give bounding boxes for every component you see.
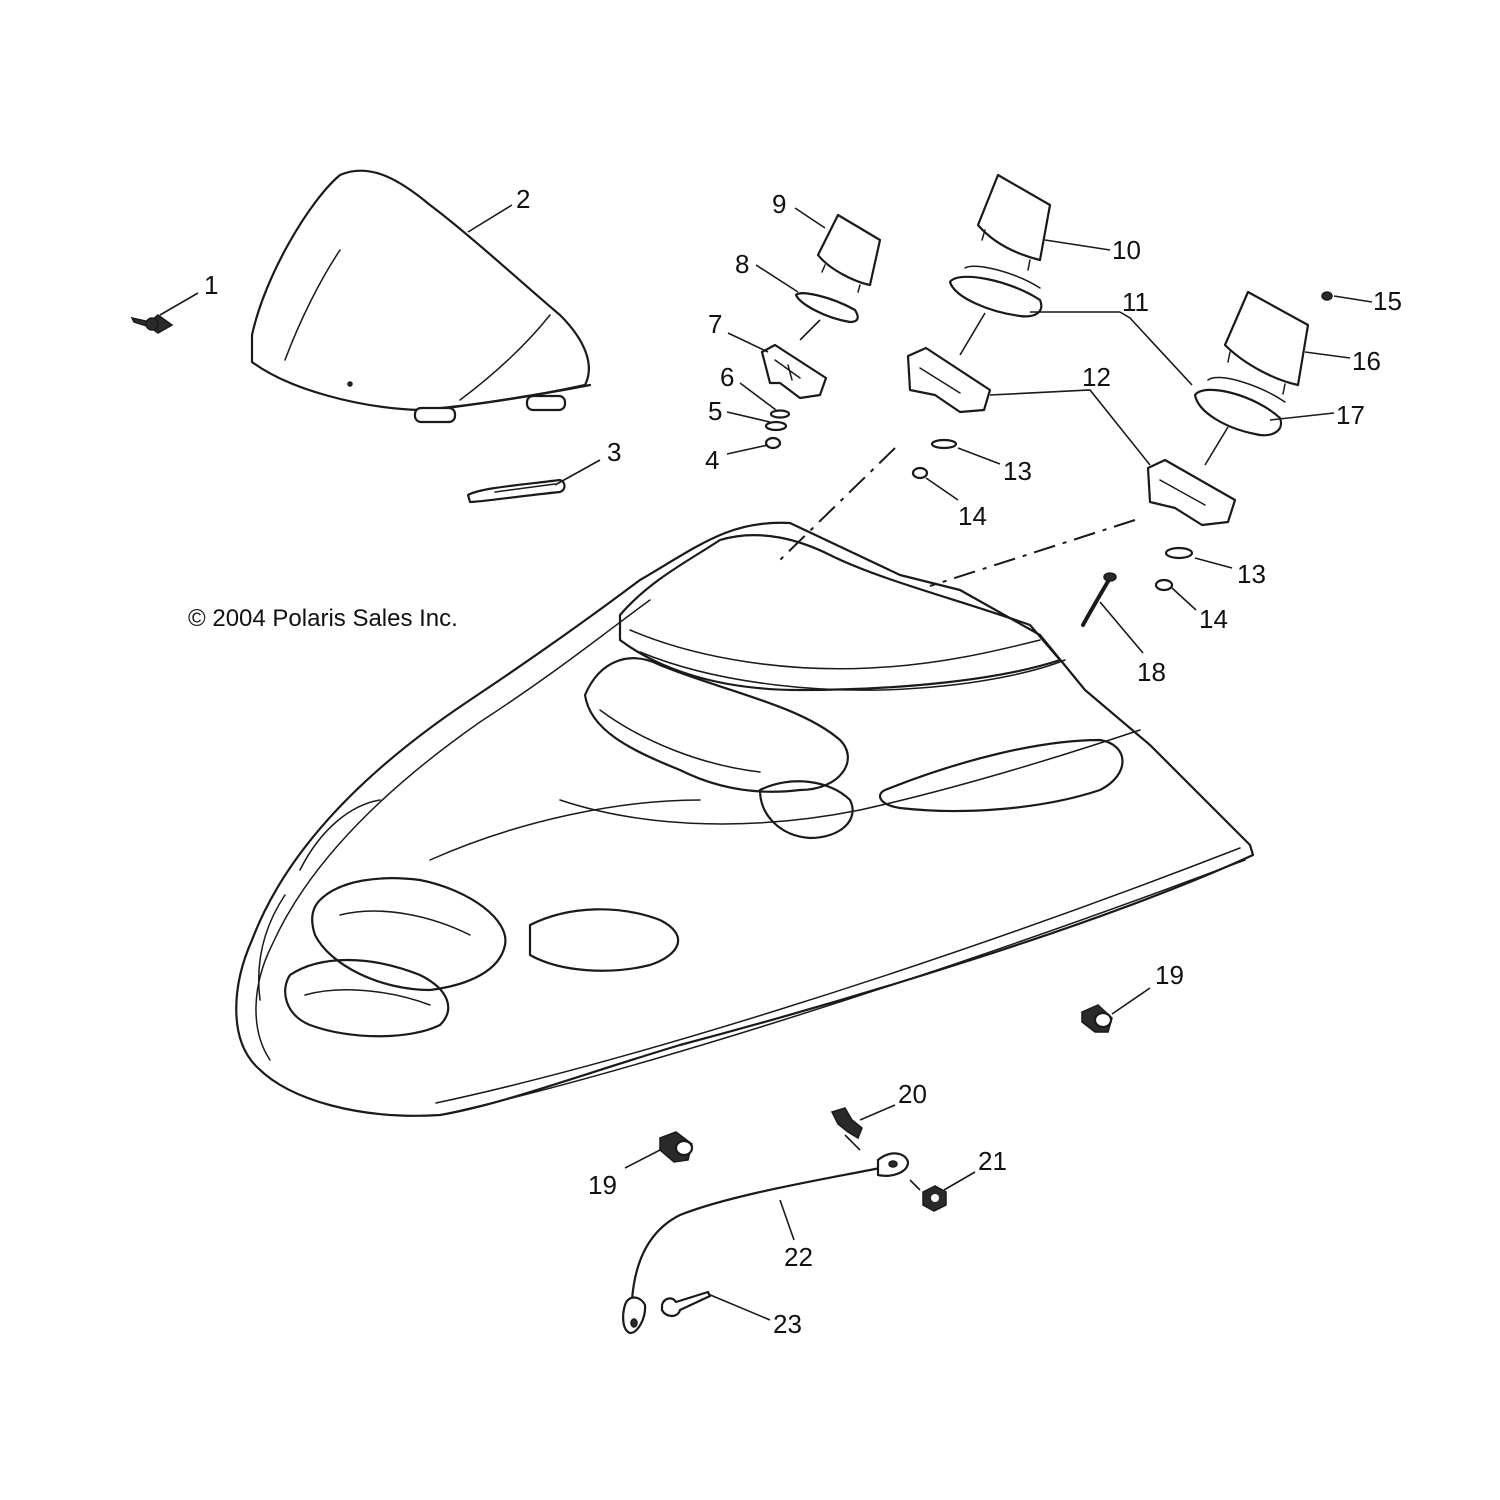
callout-14-upper: 14 xyxy=(958,501,987,531)
callout-2: 2 xyxy=(516,184,530,214)
part-23-rivet xyxy=(660,1290,712,1318)
part-2-windshield xyxy=(250,169,592,424)
callout-15: 15 xyxy=(1373,286,1402,316)
part-9-gauge xyxy=(816,213,882,293)
callout-12: 12 xyxy=(1082,362,1111,392)
callout-20: 20 xyxy=(898,1079,927,1109)
callout-5: 5 xyxy=(708,396,722,426)
callout-17: 17 xyxy=(1336,400,1365,430)
callout-4: 4 xyxy=(705,445,719,475)
callout-21: 21 xyxy=(978,1146,1007,1176)
callout-8: 8 xyxy=(735,249,749,279)
part-17-gasket xyxy=(1193,376,1286,437)
hood-assembly xyxy=(235,521,1255,1117)
part-22-tether xyxy=(622,1152,910,1335)
callout-18: 18 xyxy=(1137,657,1166,687)
callout-10: 10 xyxy=(1112,235,1141,265)
part-15-clip xyxy=(1321,291,1333,301)
part-1-pin xyxy=(130,314,174,334)
part-18-cable xyxy=(1081,572,1117,627)
callout-14-lower: 14 xyxy=(1199,604,1228,634)
callout-16: 16 xyxy=(1352,346,1381,376)
callout-19-left: 19 xyxy=(588,1170,617,1200)
part-16-gauge xyxy=(1223,290,1310,395)
callout-23: 23 xyxy=(773,1309,802,1339)
assembly-lines xyxy=(779,312,1229,1191)
part-21-nut xyxy=(922,1185,947,1212)
callout-7: 7 xyxy=(708,309,722,339)
part-10-gauge xyxy=(976,173,1052,271)
callout-9: 9 xyxy=(772,189,786,219)
callout-3: 3 xyxy=(607,437,621,467)
callout-1: 1 xyxy=(204,270,218,300)
callout-19-right: 19 xyxy=(1155,960,1184,990)
callout-6: 6 xyxy=(720,362,734,392)
callout-13-upper: 13 xyxy=(1003,456,1032,486)
part-12-brackets xyxy=(906,346,1237,527)
parts-13-14-hardware xyxy=(911,438,1194,592)
part-20-bolt xyxy=(830,1107,863,1140)
leader-lines xyxy=(159,204,1373,1321)
part-7-bracket xyxy=(760,343,828,400)
callout-22: 22 xyxy=(784,1242,813,1272)
callout-11: 11 xyxy=(1122,287,1149,317)
callout-13-lower: 13 xyxy=(1237,559,1266,589)
part-11-gasket xyxy=(948,265,1043,318)
callout-labels: 1 2 3 4 5 6 7 8 9 10 11 12 13 13 14 14 1… xyxy=(204,184,1402,1339)
parts-4-6-hardware xyxy=(764,409,791,450)
copyright-text: © 2004 Polaris Sales Inc. xyxy=(188,605,458,632)
part-3-strap xyxy=(466,478,566,504)
part-8-ring xyxy=(794,292,859,324)
part-19-retainers xyxy=(659,1004,1113,1163)
